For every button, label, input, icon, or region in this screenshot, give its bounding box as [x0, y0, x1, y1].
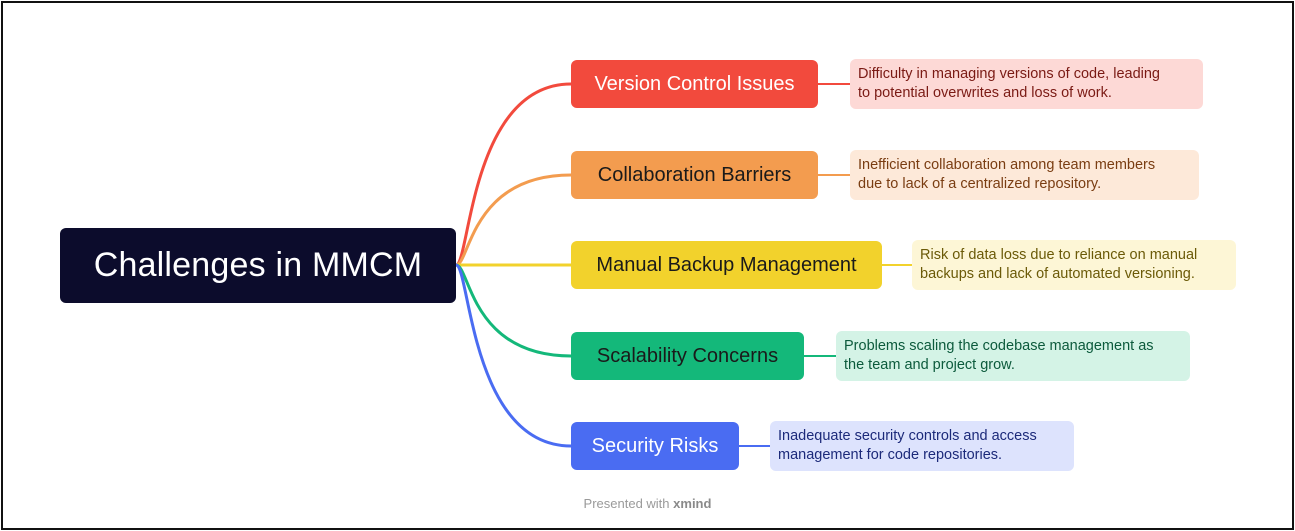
note-manual-backup-management: Risk of data loss due to reliance on man… — [912, 240, 1236, 290]
note-scalability-concerns: Problems scaling the codebase management… — [836, 331, 1190, 381]
connector-version-control — [455, 82, 572, 267]
connector-security — [455, 263, 572, 448]
root-topic[interactable]: Challenges in MMCM — [60, 228, 456, 303]
note-line-2: to potential overwrites and loss of work… — [858, 85, 1112, 101]
presented-with-footer: Presented with xmind — [0, 496, 1295, 511]
connector-scalability — [455, 263, 572, 358]
topic-security-risks[interactable]: Security Risks — [571, 422, 739, 470]
note-line-1: Inadequate security controls and access — [778, 428, 1037, 444]
note-line-1: Problems scaling the codebase management… — [844, 338, 1154, 354]
connector-collaboration — [455, 173, 572, 267]
note-line-1: Difficulty in managing versions of code,… — [858, 66, 1160, 82]
xmind-logo: xmind — [673, 496, 712, 511]
note-line-2: management for code repositories. — [778, 447, 1003, 463]
note-line-1: Inefficient collaboration among team mem… — [858, 157, 1156, 173]
note-line-2: due to lack of a centralized repository. — [858, 176, 1102, 192]
note-security-risks: Inadequate security controls and access … — [770, 421, 1074, 471]
topic-scalability-concerns[interactable]: Scalability Concerns — [571, 332, 804, 380]
note-line-2: backups and lack of automated versioning… — [920, 266, 1195, 282]
note-version-control-issues: Difficulty in managing versions of code,… — [850, 59, 1203, 109]
note-collaboration-barriers: Inefficient collaboration among team mem… — [850, 150, 1199, 200]
note-line-1: Risk of data loss due to reliance on man… — [920, 247, 1198, 263]
topic-collaboration-barriers[interactable]: Collaboration Barriers — [571, 151, 818, 199]
footer-prefix: Presented with — [583, 496, 670, 511]
topic-version-control-issues[interactable]: Version Control Issues — [571, 60, 818, 108]
topic-manual-backup-management[interactable]: Manual Backup Management — [571, 241, 882, 289]
note-line-2: the team and project grow. — [844, 357, 1015, 373]
